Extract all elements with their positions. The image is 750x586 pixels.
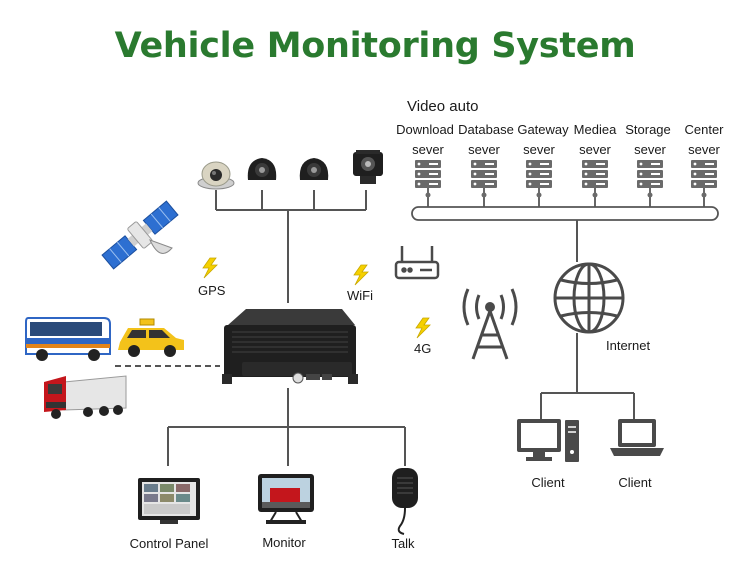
taxi-icon: [118, 318, 184, 357]
wifi-label: WiFi: [347, 288, 373, 303]
control-panel-label: Control Panel: [129, 536, 209, 551]
lightning-icon: [415, 317, 431, 339]
internet-label: Internet: [606, 338, 651, 353]
side-camera-icon: [299, 158, 329, 180]
server-type-label: sever: [634, 142, 666, 157]
bus-icon: [25, 317, 111, 361]
client-label: Client: [531, 475, 565, 490]
gps-label: GPS: [198, 283, 226, 298]
video-group-label: Video auto: [407, 98, 479, 115]
globe-icon: [553, 262, 625, 334]
antenna-icon: [462, 288, 518, 360]
desktop-panel-icon: [138, 478, 200, 524]
satellite-dish-icon: [149, 239, 173, 254]
server-name-label: Center: [684, 122, 724, 137]
server-type-label: sever: [579, 142, 611, 157]
truck-icon: [44, 375, 127, 419]
server-name-label: Storage: [625, 122, 671, 137]
laptop-icon: [610, 419, 664, 456]
monitor-label: Monitor: [262, 535, 306, 550]
server-type-label: sever: [412, 142, 444, 157]
server-icon: [470, 159, 498, 207]
server-name-label: Gateway: [517, 122, 569, 137]
microphone-icon: [392, 468, 418, 535]
connection-lines: [115, 190, 635, 466]
lightning-icon: [353, 264, 369, 286]
server-icon: [525, 159, 553, 207]
server-icon: [581, 159, 609, 207]
server-type-label: sever: [523, 142, 555, 157]
server-icon: [414, 159, 442, 207]
server-name-label: Database: [458, 122, 514, 137]
server-icon: [690, 159, 718, 207]
satellite-icon: [101, 200, 179, 270]
router-icon: [394, 246, 440, 280]
diagram-title: Vehicle Monitoring System: [114, 26, 636, 66]
server-type-label: sever: [468, 142, 500, 157]
side-camera-icon: [247, 158, 277, 180]
server-rack: [414, 159, 718, 207]
server-name-label: Mediea: [573, 122, 617, 137]
server-bus-bar: [411, 206, 719, 221]
lightning-icon: [202, 257, 218, 279]
desktop-icon: [517, 419, 579, 462]
cellular-label: 4G: [414, 341, 432, 356]
client-label: Client: [618, 475, 652, 490]
server-name-label: Download: [396, 122, 454, 137]
dome-camera-icon: [197, 161, 235, 190]
rear-camera-icon: [353, 150, 383, 184]
monitor-icon: [258, 474, 314, 524]
talk-label: Talk: [391, 536, 415, 551]
mdvr-icon: [222, 309, 358, 384]
server-icon: [636, 159, 664, 207]
server-type-label: sever: [688, 142, 720, 157]
